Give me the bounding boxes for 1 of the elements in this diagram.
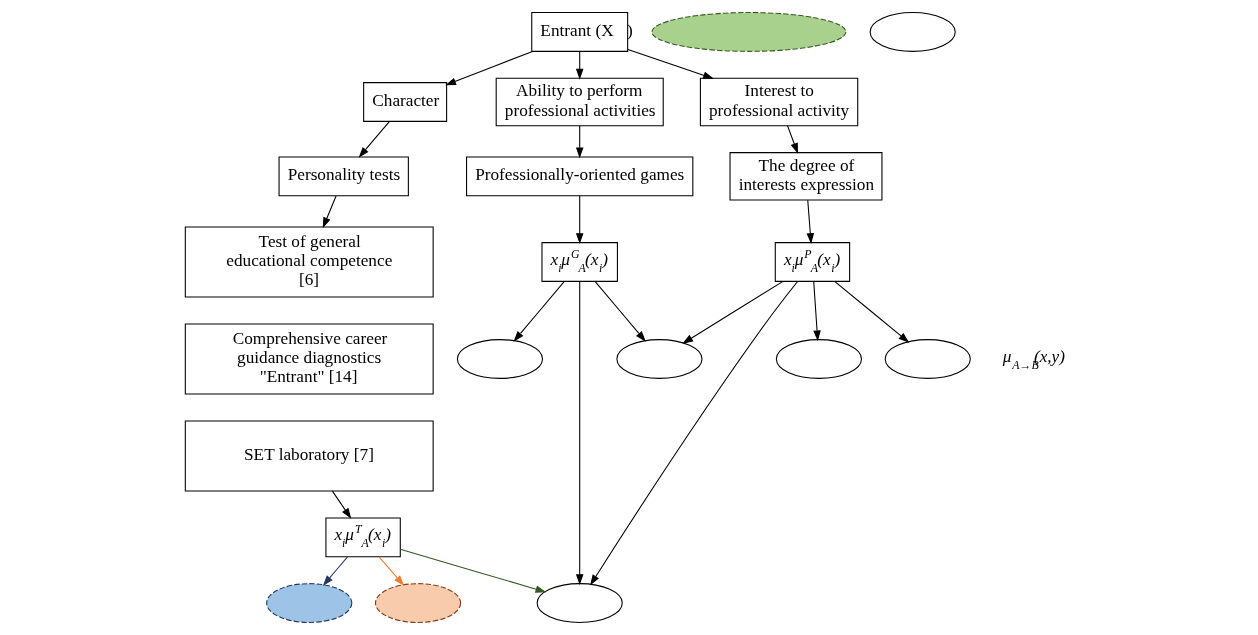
label: μ$_{A→B}$(x,y) [1002, 347, 1065, 372]
